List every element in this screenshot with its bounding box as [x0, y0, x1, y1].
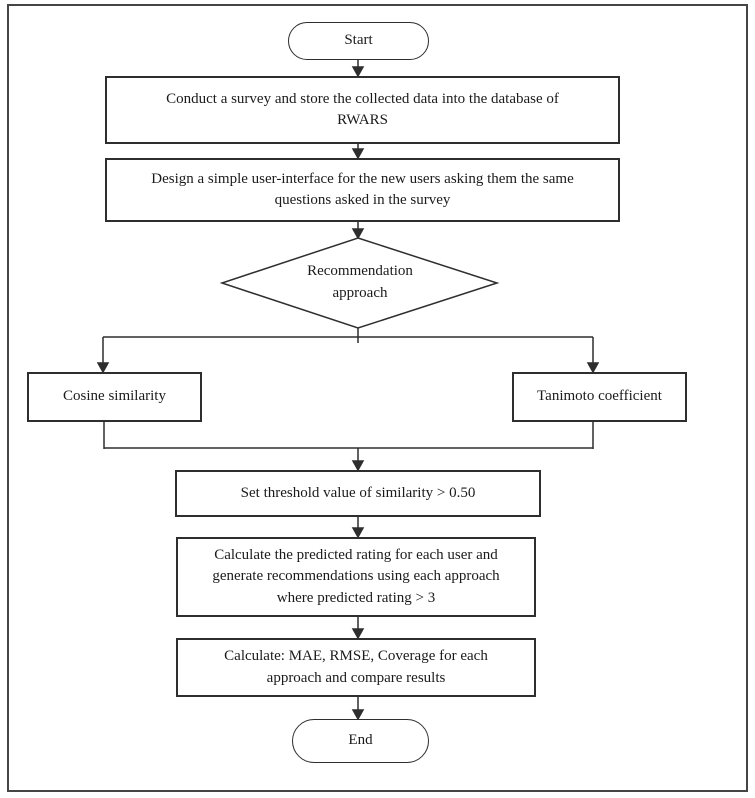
decision-line-1: Recommendation [307, 263, 413, 280]
decision-line-2: approach [332, 285, 388, 301]
node-evaluate-metrics: Calculate: MAE, RMSE, Coverage for each … [176, 638, 536, 697]
ui-line-1: Design a simple user-interface for the n… [151, 170, 574, 187]
evaluate-line-1: Calculate: MAE, RMSE, Coverage for each [224, 648, 488, 665]
survey-line-1: Conduct a survey and store the collected… [166, 90, 559, 107]
survey-line-2: RWARS [337, 112, 388, 128]
predict-line-1: Calculate the predicted rating for each … [214, 547, 498, 564]
figure-border [7, 4, 748, 792]
predict-line-3: where predicted rating > 3 [276, 589, 436, 606]
evaluate-line-2: approach and compare results [266, 669, 446, 686]
start-label: Start [344, 32, 373, 49]
node-predict-rating: Calculate the predicted rating for each … [176, 537, 536, 617]
node-survey: Conduct a survey and store the collected… [105, 76, 620, 144]
node-cosine-similarity: Cosine similarity [27, 372, 202, 422]
end-label: End [348, 732, 373, 749]
threshold-label: Set threshold value of similarity > 0.50 [240, 484, 476, 501]
node-end: End [292, 719, 429, 763]
node-start: Start [288, 22, 429, 60]
node-threshold: Set threshold value of similarity > 0.50 [175, 470, 541, 517]
node-tanimoto-coefficient: Tanimoto coefficient [512, 372, 687, 422]
predict-line-2: generate recommendations using each appr… [212, 568, 500, 585]
node-decision-label: Recommendation approach [250, 254, 470, 312]
node-user-interface: Design a simple user-interface for the n… [105, 158, 620, 222]
cosine-label: Cosine similarity [63, 388, 166, 405]
ui-line-2: questions asked in the survey [274, 192, 451, 208]
tanimoto-label: Tanimoto coefficient [537, 388, 662, 405]
